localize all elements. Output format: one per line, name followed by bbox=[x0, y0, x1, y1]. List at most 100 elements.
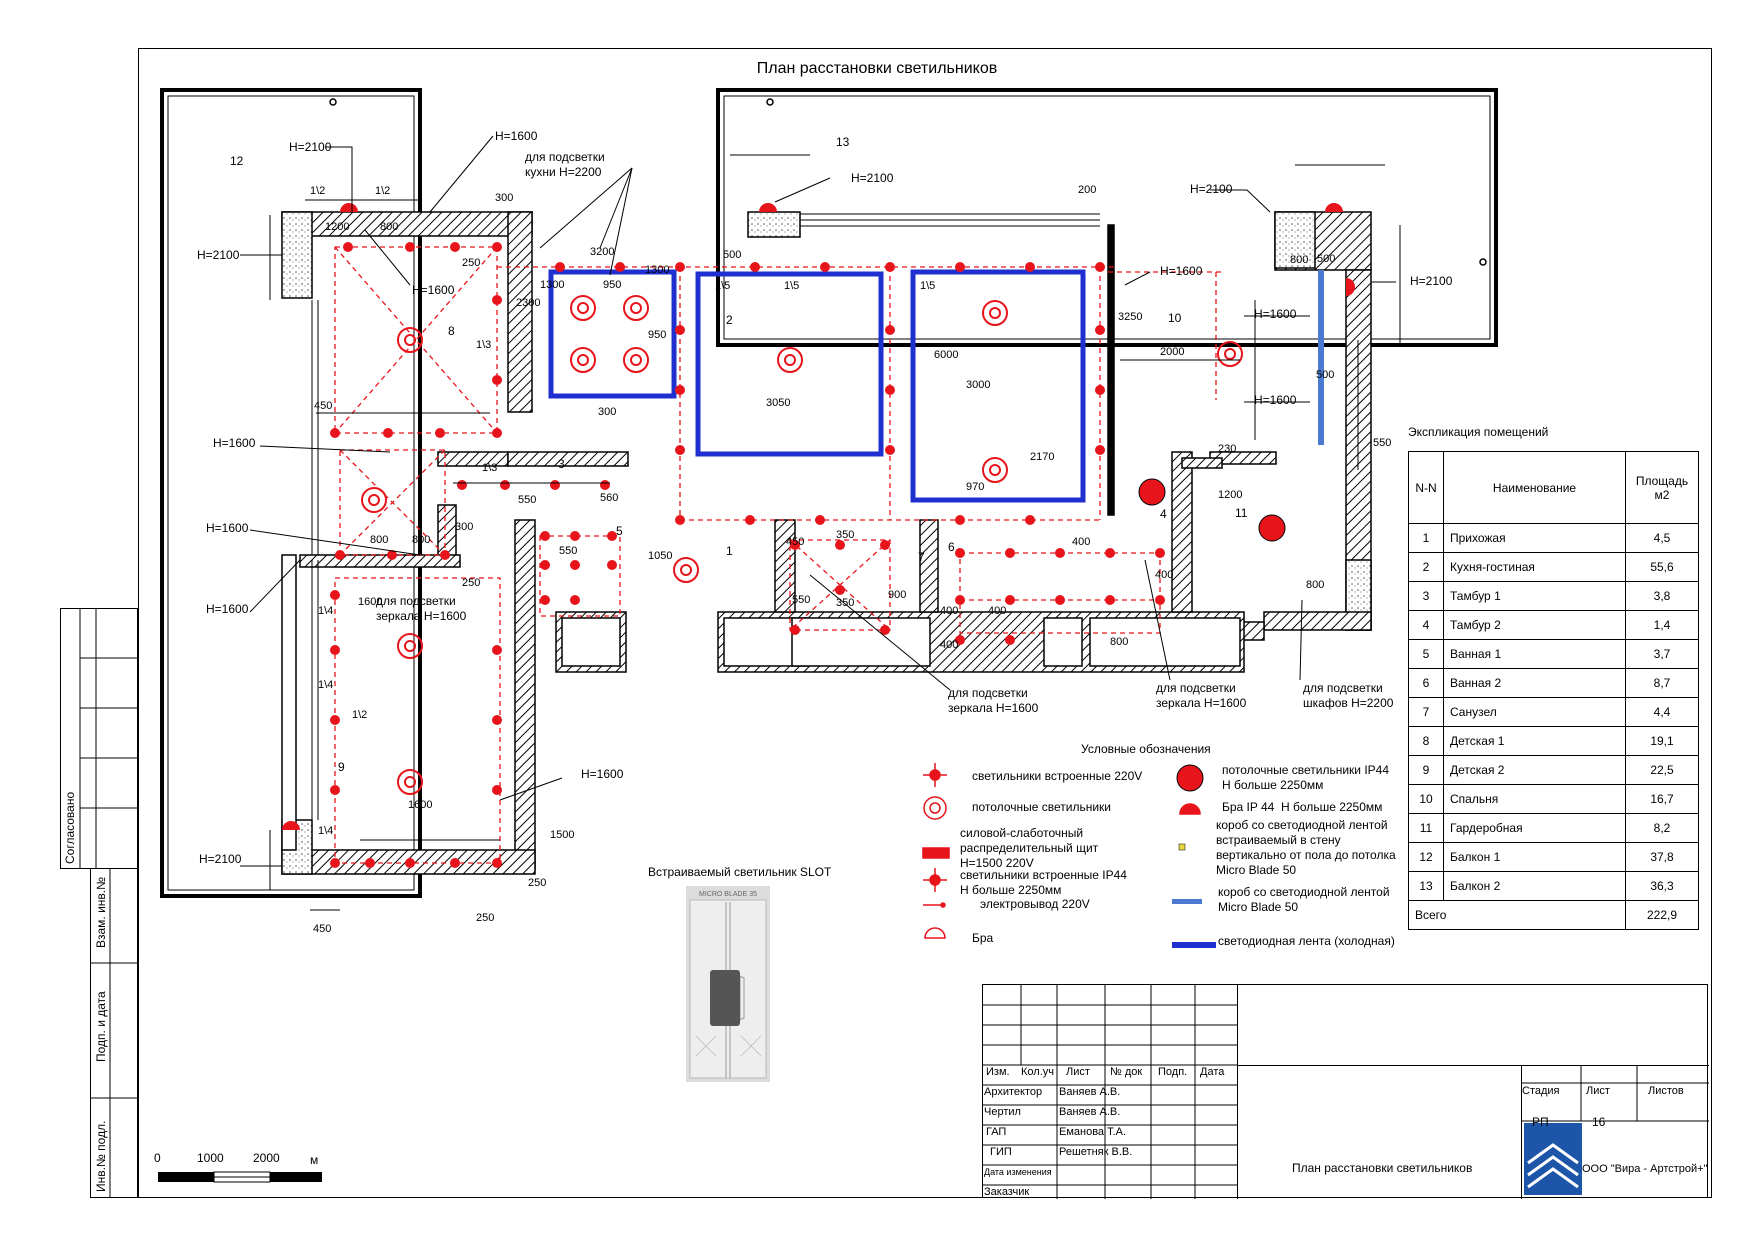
room-13-label: 13 bbox=[836, 135, 850, 149]
dim-label: 1\2 bbox=[352, 709, 368, 721]
callout-h1600: H=1600 bbox=[206, 521, 249, 535]
dim-label: 1\4 bbox=[318, 825, 334, 837]
dim-label: 800 bbox=[380, 221, 399, 233]
row-area: 37,8 bbox=[1625, 842, 1699, 872]
row-name: Балкон 1 bbox=[1443, 842, 1626, 872]
dim-label: 450 bbox=[786, 536, 805, 548]
dim-label: 970 bbox=[966, 481, 985, 493]
stamp-h-data: Дата bbox=[1200, 1066, 1225, 1078]
side-vzam: Взам. инв.№ bbox=[94, 876, 108, 948]
room-9-label: 9 bbox=[338, 760, 345, 774]
callout-mirror: для подсветки зеркала H=1600 bbox=[948, 686, 1039, 715]
dim-label: 950 bbox=[603, 279, 622, 291]
room-12-label: 12 bbox=[230, 154, 244, 168]
row-name: Спальня bbox=[1443, 784, 1626, 814]
callout-h2100: H=2100 bbox=[289, 140, 332, 154]
dim-label: 3200 bbox=[590, 246, 615, 258]
dim-label: 500 bbox=[1316, 369, 1335, 381]
walls bbox=[281, 211, 1372, 875]
row-name: Ванная 1 bbox=[1443, 639, 1626, 669]
stamp-role: Чертил bbox=[984, 1106, 1021, 1118]
legend-sconce-ip44: Бра IP 44 H больше 2250мм bbox=[1222, 800, 1383, 814]
room-11-label: 11 bbox=[1235, 506, 1248, 520]
stamp-h-izm: Изм. bbox=[986, 1066, 1010, 1078]
scale-bar bbox=[158, 1171, 322, 1183]
dim-label: 550 bbox=[1373, 437, 1392, 449]
callout-mirror: для подсветки зеркала H=1600 bbox=[1156, 681, 1247, 710]
row-name: Детская 1 bbox=[1443, 726, 1626, 756]
row-name: Гардеробная bbox=[1443, 813, 1626, 843]
row-number: 1 bbox=[1408, 523, 1444, 553]
slot-label: MICRO BLADE 35 bbox=[699, 891, 757, 898]
sconces bbox=[282, 203, 1355, 830]
legend-ceiling: потолочные светильники bbox=[972, 800, 1111, 814]
dim-label: 950 bbox=[648, 329, 667, 341]
dim-label: 200 bbox=[1078, 184, 1097, 196]
title-block bbox=[982, 984, 1709, 1199]
drawing-frame bbox=[138, 48, 1712, 1198]
dim-label: 550 bbox=[792, 594, 811, 606]
dim-label: 350 bbox=[836, 529, 855, 541]
row-area: 3,8 bbox=[1625, 581, 1699, 611]
row-name: Прихожая bbox=[1443, 523, 1626, 553]
row-number: 11 bbox=[1408, 813, 1444, 843]
stamp-role: ГАП bbox=[986, 1126, 1007, 1138]
dim-label: 300 bbox=[598, 406, 617, 418]
dim-label: 1\5 bbox=[715, 280, 731, 292]
room-8-label: 8 bbox=[448, 324, 455, 338]
callout-h2100: H=2100 bbox=[199, 852, 242, 866]
callout-h1600: H=1600 bbox=[495, 129, 538, 143]
room-4-label: 4 bbox=[1160, 507, 1167, 521]
legend-ceiling-ip44: потолочные светильники IP44 H больше 225… bbox=[1222, 763, 1390, 792]
leader-lines bbox=[240, 135, 1396, 867]
room-10-label: 10 bbox=[1168, 311, 1182, 325]
dim-label: 3250 bbox=[1118, 311, 1143, 323]
col-name: Наименование bbox=[1443, 451, 1626, 524]
callout-h1600: H=1600 bbox=[412, 283, 455, 297]
dim-label: 550 bbox=[559, 545, 578, 557]
legend-led-box-vertical: короб со светодиодной лентой встраиваемы… bbox=[1216, 818, 1396, 877]
micro-blade-box bbox=[1318, 270, 1324, 445]
dim-label: 1\4 bbox=[318, 605, 334, 617]
stamp-name: Решетняк В.В. bbox=[1059, 1146, 1133, 1158]
stamp-company: ООО "Вира - Артстрой+" bbox=[1582, 1163, 1708, 1175]
row-area: 8,7 bbox=[1625, 668, 1699, 698]
legend-led-strip: светодиодная лента (холодная) bbox=[1218, 934, 1395, 948]
legend-led-box: короб со светодиодной лентой Micro Blade… bbox=[1218, 885, 1390, 914]
dim-label: 1050 bbox=[648, 550, 673, 562]
row-name: Балкон 2 bbox=[1443, 871, 1626, 901]
row-area: 36,3 bbox=[1625, 871, 1699, 901]
row-area: 22,5 bbox=[1625, 755, 1699, 785]
dim-label: 230 bbox=[1218, 443, 1237, 455]
row-area: 16,7 bbox=[1625, 784, 1699, 814]
stamp-h-kol: Кол.уч bbox=[1021, 1066, 1054, 1078]
dim-label: 3000 bbox=[966, 379, 991, 391]
room-5-label: 5 bbox=[616, 524, 623, 538]
dim-label: 1\4 bbox=[318, 679, 334, 691]
stamp-stage-header: Стадия bbox=[1522, 1085, 1560, 1097]
row-number: 4 bbox=[1408, 610, 1444, 640]
callout-h2100: H=2100 bbox=[1410, 274, 1453, 288]
dim-label: 800 bbox=[412, 534, 431, 546]
legend-recessed: светильники встроенные 220V bbox=[972, 769, 1143, 783]
company-logo bbox=[1524, 1123, 1582, 1195]
row-number: 7 bbox=[1408, 697, 1444, 727]
dim-label: 1\3 bbox=[476, 339, 492, 351]
room-6-label: 6 bbox=[948, 540, 955, 554]
legend-symbols bbox=[922, 763, 1216, 948]
callout-wardrobe: для подсветки шкафов H=2200 bbox=[1303, 681, 1394, 710]
scale-0: 0 bbox=[154, 1151, 161, 1165]
callout-h2100: H=2100 bbox=[197, 248, 240, 262]
ceiling-fixtures bbox=[361, 295, 1243, 795]
dim-label: 450 bbox=[313, 923, 332, 935]
side-agreed: Согласовано bbox=[63, 791, 77, 864]
total-label: Всего bbox=[1408, 900, 1626, 930]
scale-2000: 2000 bbox=[253, 1151, 280, 1165]
balcony-12 bbox=[160, 88, 422, 898]
slot-diagram: MICRO BLADE 35 bbox=[686, 886, 770, 1082]
dim-label: 3050 bbox=[766, 397, 791, 409]
